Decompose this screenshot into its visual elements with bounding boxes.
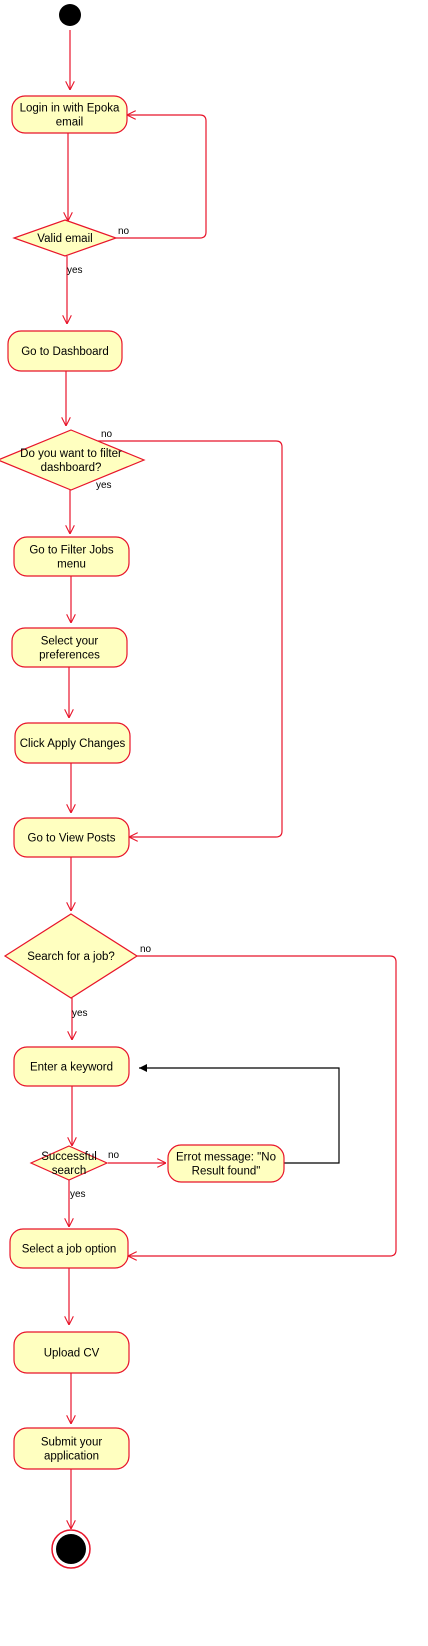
label-success-no: no [108, 1150, 120, 1161]
select-job-action [9, 1228, 129, 1269]
keyword-action [13, 1046, 130, 1087]
select-job-action-label: Select a job option [22, 1244, 117, 1256]
end-node-ring [51, 1529, 91, 1569]
edge-filter-no-to-view-posts [98, 440, 283, 837]
upload-cv-action-label: Upload CV [44, 1348, 100, 1360]
valid-email-decision-label: Valid email [37, 233, 92, 245]
submit-action [13, 1427, 130, 1470]
login-action-label: Login in with Epoka [20, 103, 120, 115]
preferences-action-label: preferences [39, 650, 100, 662]
dashboard-action-label: Go to Dashboard [21, 346, 109, 358]
view-posts-action-label: Go to View Posts [28, 833, 116, 845]
label-success-yes: yes [70, 1189, 86, 1200]
filter-menu-action-label: Go to Filter Jobs [29, 545, 114, 557]
view-posts-action [13, 817, 130, 858]
error-message-action [167, 1144, 285, 1183]
search-decision-label: Search for a job? [27, 951, 115, 963]
edge-valid-no-to-login [116, 115, 207, 239]
filter-menu-action [13, 536, 130, 577]
keyword-action-label: Enter a keyword [30, 1062, 113, 1074]
end-node [56, 1534, 86, 1564]
label-filter-yes: yes [96, 480, 112, 491]
filter-decision [0, 429, 146, 491]
error-message-action-label: Result found" [192, 1166, 261, 1178]
login-action-label: email [56, 117, 83, 129]
submit-action-label: application [44, 1451, 99, 1463]
edge-error-to-keyword [139, 1064, 340, 1164]
label-valid-no: no [118, 226, 130, 237]
preferences-action-label: Select your [41, 636, 99, 648]
label-filter-no: no [101, 429, 113, 440]
apply-changes-action-label: Click Apply Changes [20, 738, 126, 750]
search-decision [3, 913, 139, 999]
edge-search-no-to-select-job [128, 955, 397, 1256]
valid-email-decision [12, 219, 118, 257]
submit-action-label: Submit your [41, 1437, 103, 1449]
label-search-no: no [140, 944, 152, 955]
filter-decision-label: dashboard? [41, 462, 102, 474]
success-decision-label: search [52, 1165, 87, 1177]
upload-cv-action [13, 1331, 130, 1374]
filter-menu-action-label: menu [57, 559, 86, 571]
preferences-action [11, 627, 128, 668]
login-action [11, 95, 128, 134]
filter-decision-label: Do you want to filter [20, 448, 122, 460]
apply-changes-action [14, 722, 131, 764]
label-valid-yes: yes [67, 265, 83, 276]
dashboard-action [7, 330, 123, 372]
error-message-action-label: Errot message: "No [176, 1152, 276, 1164]
success-decision-label: Successful [41, 1151, 97, 1163]
start-node [59, 4, 81, 26]
label-search-yes: yes [72, 1008, 88, 1019]
success-decision [29, 1145, 109, 1181]
